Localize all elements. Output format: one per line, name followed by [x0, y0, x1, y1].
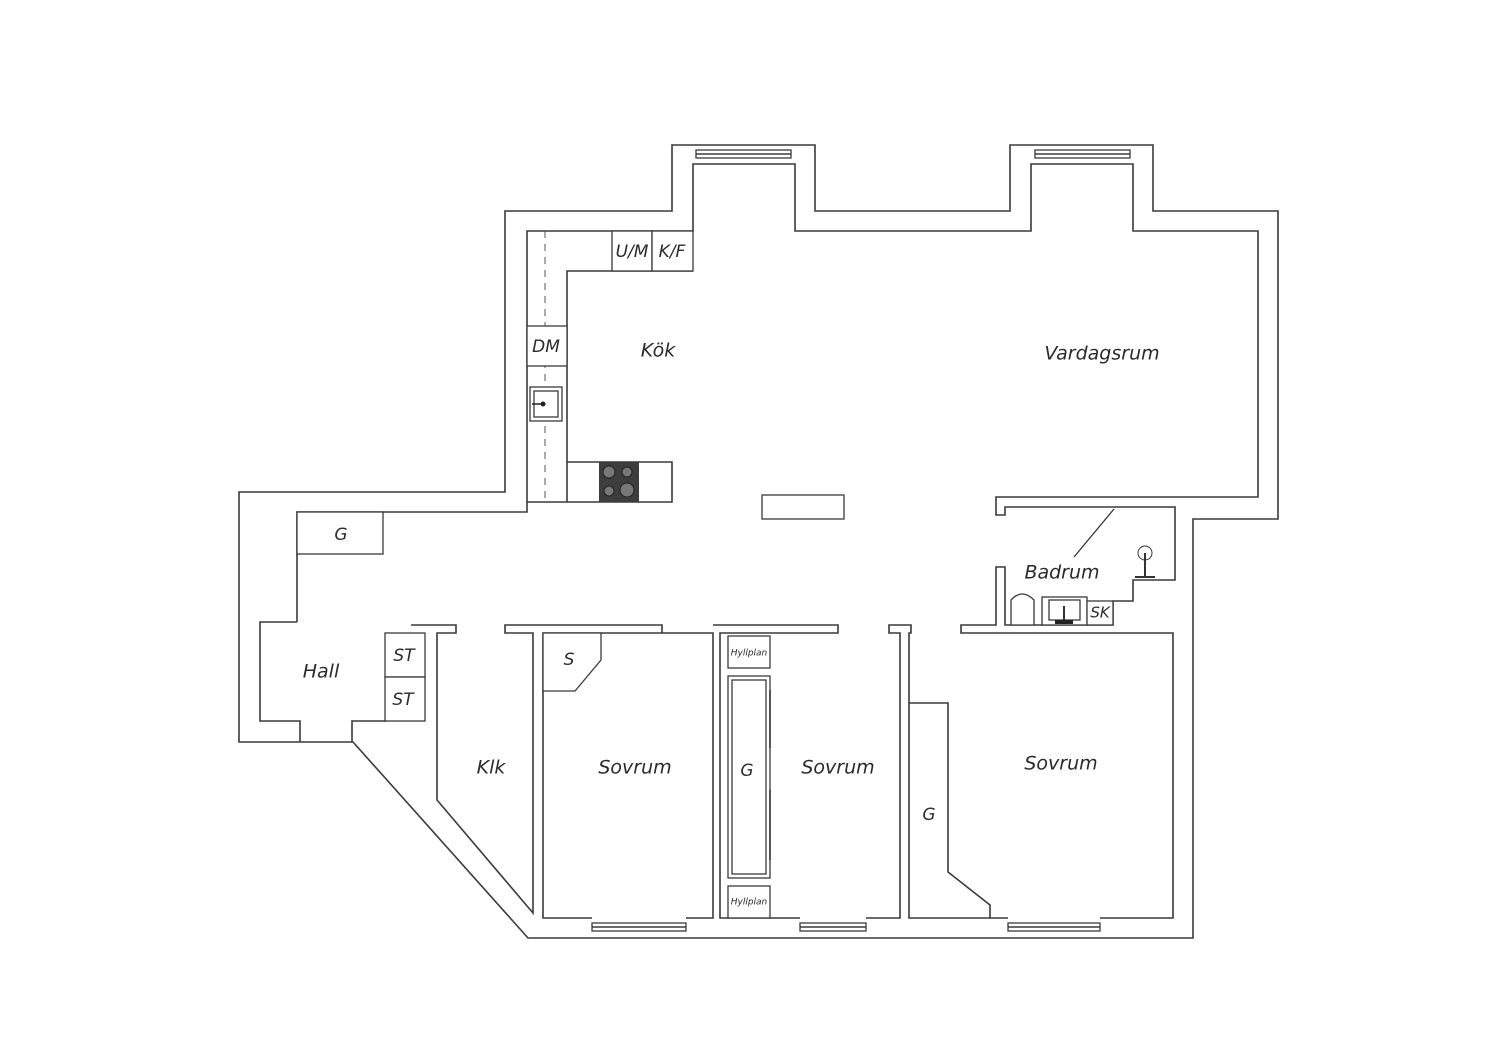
wardrobe-inner [731, 679, 767, 875]
room-label-bedroom2: Sovrum [801, 757, 874, 779]
shower-icon [1135, 545, 1155, 578]
room-label-hall: Hall [303, 661, 340, 683]
hall-wall [259, 621, 301, 742]
bedroom1-wardrobe [542, 632, 602, 692]
label-fridge-freezer: K/F [659, 242, 686, 262]
outer-wall [238, 144, 1279, 939]
room-label-living: Vardagsrum [1044, 343, 1159, 365]
shelf-bottom [727, 885, 771, 919]
storage-1 [384, 632, 426, 678]
label-bedroom2-wardrobe: G [740, 761, 753, 781]
label-bedroom1-wardrobe: S [564, 650, 575, 670]
dishwasher [526, 325, 568, 367]
label-storage-2: ST [392, 690, 415, 710]
shelf-top [727, 635, 771, 669]
bedroom-walls [662, 632, 714, 919]
bedroom3-wardrobe [909, 702, 991, 918]
label-bath-cabinet: SK [1090, 604, 1111, 622]
room-label-bedroom3: Sovrum [1024, 753, 1097, 775]
label-microwave-oven: U/M [616, 242, 649, 262]
label-dishwasher: DM [532, 337, 560, 357]
inner-wall-north [296, 163, 1259, 919]
sink-icon [529, 386, 563, 422]
label-hall-wardrobe: G [334, 525, 347, 545]
room-label-kitchen: Kök [641, 340, 676, 362]
wall-b2r [866, 624, 1008, 919]
hall-wardrobe [296, 511, 384, 555]
label-shelf-bottom: Hyllplan [731, 898, 768, 908]
label-storage-1: ST [393, 646, 416, 666]
label-shelf-top: Hyllplan [731, 649, 768, 659]
shower-door [1073, 508, 1115, 558]
hall-wall-right [351, 720, 387, 742]
windows [591, 149, 1131, 932]
stove-icon [599, 462, 639, 502]
fridge-freezer [651, 230, 694, 272]
label-bedroom3-wardrobe: G [922, 805, 935, 825]
storage-2 [384, 676, 426, 722]
toilet-icon [1010, 593, 1035, 626]
washbasin-icon [1041, 596, 1088, 626]
bath-cabinet [1086, 600, 1114, 626]
kitchen-island [761, 494, 845, 520]
room-label-closet: Klk [477, 757, 507, 779]
room-label-bath: Badrum [1024, 562, 1099, 584]
room-label-bedroom1: Sovrum [598, 757, 671, 779]
